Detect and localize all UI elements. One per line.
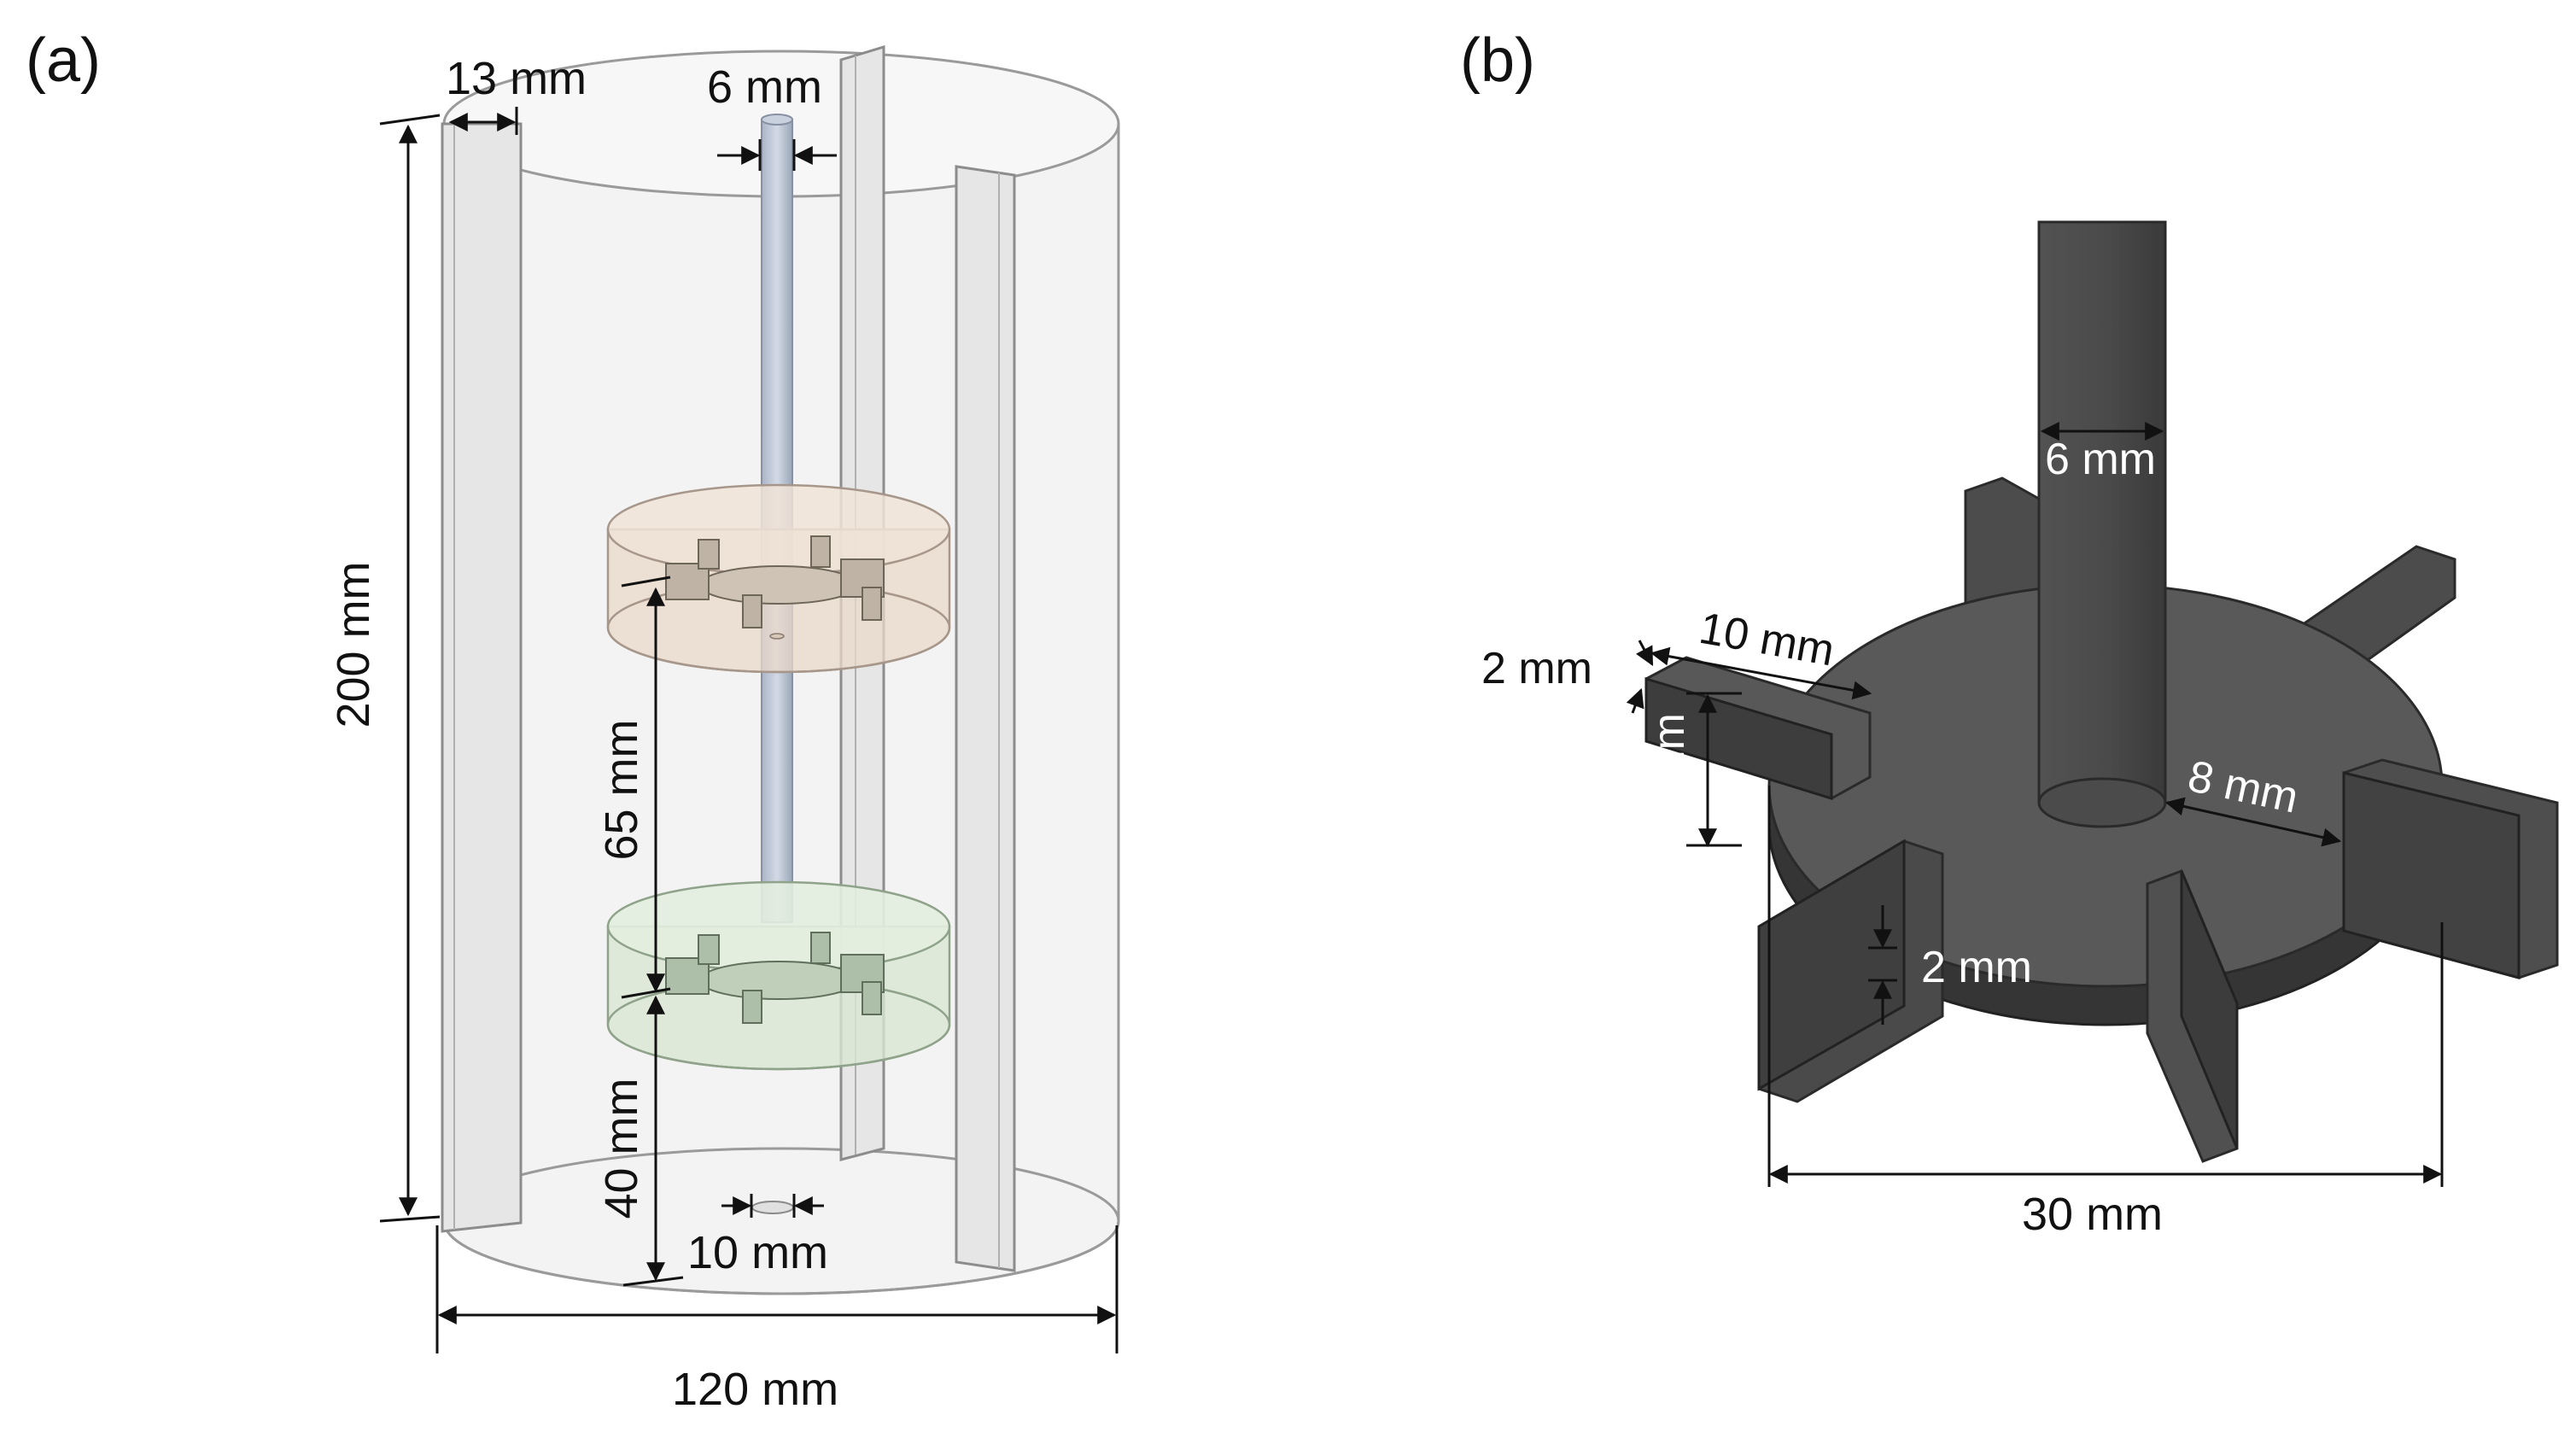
height-ext-bottom — [379, 1215, 441, 1223]
upper-impeller-disc — [699, 565, 858, 605]
inlet-opening — [751, 1201, 794, 1214]
inlet-diameter-label: 10 mm — [687, 1227, 828, 1278]
baffle-right — [955, 165, 1016, 1272]
upper-impeller-blade — [742, 594, 762, 628]
lower-impeller — [665, 932, 885, 1024]
height-label: 200 mm — [328, 561, 379, 728]
lower-impeller-disc — [699, 961, 858, 1000]
lower-impeller-blade — [698, 934, 720, 965]
disc-radius-arrow — [2164, 797, 2342, 847]
upper-impeller — [665, 535, 885, 628]
panel-b-label: (b) — [1460, 26, 1535, 95]
shaft-diameter-label: 6 mm — [707, 61, 822, 113]
panel-b: (b) — [1460, 26, 2559, 1240]
upper-shaft-hole — [769, 633, 785, 640]
clearance-ext-bottom — [622, 1276, 684, 1287]
blade-front-bottom-right-face — [2180, 870, 2239, 1149]
blade-front-left-face — [1644, 676, 1833, 801]
bottom-clearance-label: 40 mm — [596, 1078, 647, 1219]
baffle-width-label: 13 mm — [446, 53, 587, 104]
impeller-shaft-label: 6 mm — [2045, 435, 2156, 484]
impeller-shaft — [2037, 220, 2167, 804]
rushton-impeller — [1644, 220, 2559, 1163]
upper-impeller-blade — [862, 587, 882, 621]
panel-a-label: (a) — [26, 26, 101, 95]
upper-zone-top — [606, 483, 951, 576]
lower-impeller-blade — [810, 932, 831, 964]
lower-zone-top — [606, 880, 951, 973]
upper-impeller-blade — [698, 539, 720, 570]
blade-front-bottom-left-face — [1757, 839, 1906, 1091]
lower-impeller-blade — [862, 981, 882, 1015]
shaft-top — [761, 114, 793, 126]
blade-front-right-face — [2342, 771, 2521, 979]
height-ext-top — [379, 114, 441, 126]
tank-dimensions — [379, 107, 1119, 1353]
blade-thickness-label: 2 mm — [1481, 644, 1592, 693]
impeller-spacing-label: 65 mm — [596, 719, 647, 860]
blade-thickness-arrow-2 — [1626, 687, 1644, 714]
lower-impeller-zone — [606, 880, 951, 1071]
spacing-ext-bottom — [621, 987, 671, 999]
disc-thickness-label: 2 mm — [1921, 943, 2032, 992]
spacing-ext-top — [621, 576, 671, 587]
lower-impeller-blade — [742, 990, 762, 1024]
impeller-diameter-label: 30 mm — [2022, 1189, 2163, 1240]
panel-a: (a) — [26, 26, 1120, 1415]
tank-diameter-label: 120 mm — [672, 1364, 838, 1415]
impeller-dimensions — [1626, 422, 2444, 1187]
upper-impeller-blade — [810, 535, 831, 568]
impeller-shaft-base — [2037, 777, 2167, 828]
blade-length-arrow — [1650, 646, 1872, 700]
blade-height-label: 8 mm — [1644, 713, 1694, 824]
upper-impeller-zone — [606, 483, 951, 674]
blade-thickness-arrow — [1635, 640, 1654, 666]
